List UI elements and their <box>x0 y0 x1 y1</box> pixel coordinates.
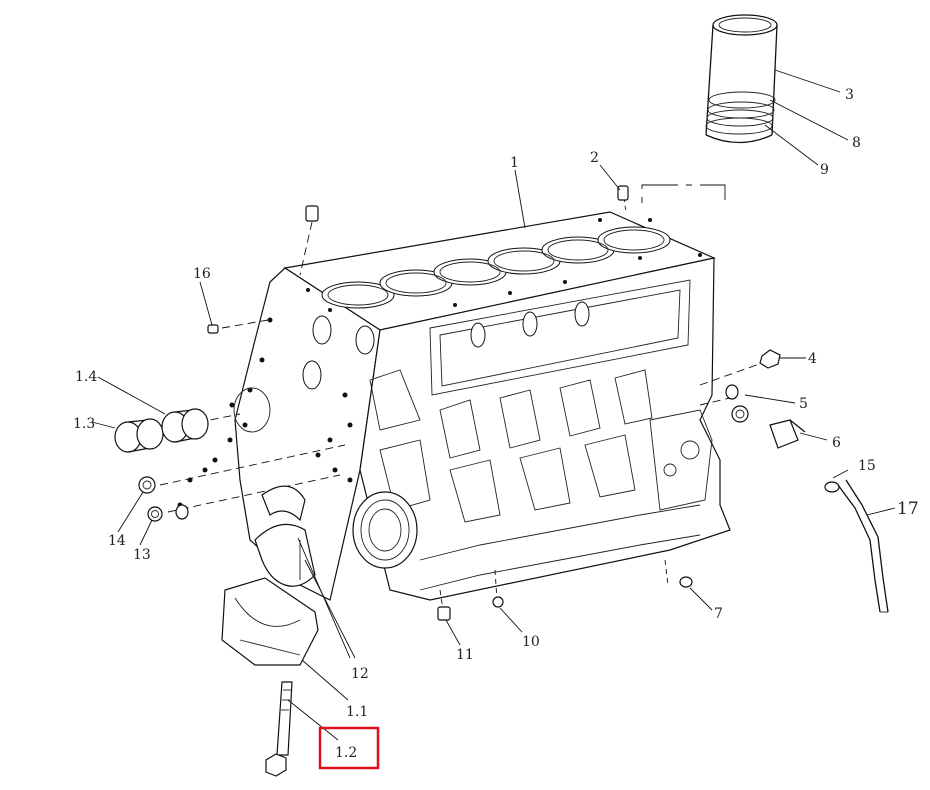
callout-label-7: 7 <box>714 606 723 622</box>
main-bearing-shells-part-12 <box>254 485 316 587</box>
main-bearing-cap-part-1-1 <box>221 577 319 666</box>
callout-label-12: 12 <box>351 666 369 682</box>
dowel-pin-part-2 <box>617 185 629 201</box>
callout-label-5: 5 <box>799 396 808 412</box>
callout-label-1: 1 <box>510 155 519 171</box>
callout-label-2: 2 <box>590 150 599 166</box>
callout-label-15: 15 <box>858 458 876 474</box>
callout-label-1-3: 1.3 <box>73 416 95 432</box>
dipstick-tube-parts-15-17 <box>824 479 889 613</box>
callout-label-10: 10 <box>522 634 540 650</box>
callout-label-1-1: 1.1 <box>346 704 368 720</box>
callout-label-13: 13 <box>133 547 151 563</box>
callout-label-17: 17 <box>897 499 919 519</box>
fitting-parts-4-5-6 <box>725 349 806 449</box>
plug-part-16 <box>207 205 319 334</box>
cylinder-liner <box>705 14 778 144</box>
cylinder-block <box>177 211 731 601</box>
plug-parts-7-10-11 <box>437 576 693 621</box>
leader-lines <box>91 69 896 741</box>
callout-label-16: 16 <box>193 266 211 282</box>
camshaft-bushing-parts <box>114 408 209 453</box>
callout-label-3: 3 <box>845 87 854 103</box>
callout-label-14: 14 <box>108 533 126 549</box>
main-bearing-bolt-part-1-2 <box>265 681 293 777</box>
callout-label-11: 11 <box>456 647 474 663</box>
callout-label-6: 6 <box>832 435 841 451</box>
callout-label-9: 9 <box>820 162 829 178</box>
callout-label-4: 4 <box>808 351 817 367</box>
callout-label-1-4: 1.4 <box>75 369 97 385</box>
highlight-box <box>318 726 380 770</box>
cup-plug-parts <box>138 476 189 522</box>
callout-label-1-2: 1.2 <box>335 745 357 761</box>
callout-label-8: 8 <box>852 135 861 151</box>
